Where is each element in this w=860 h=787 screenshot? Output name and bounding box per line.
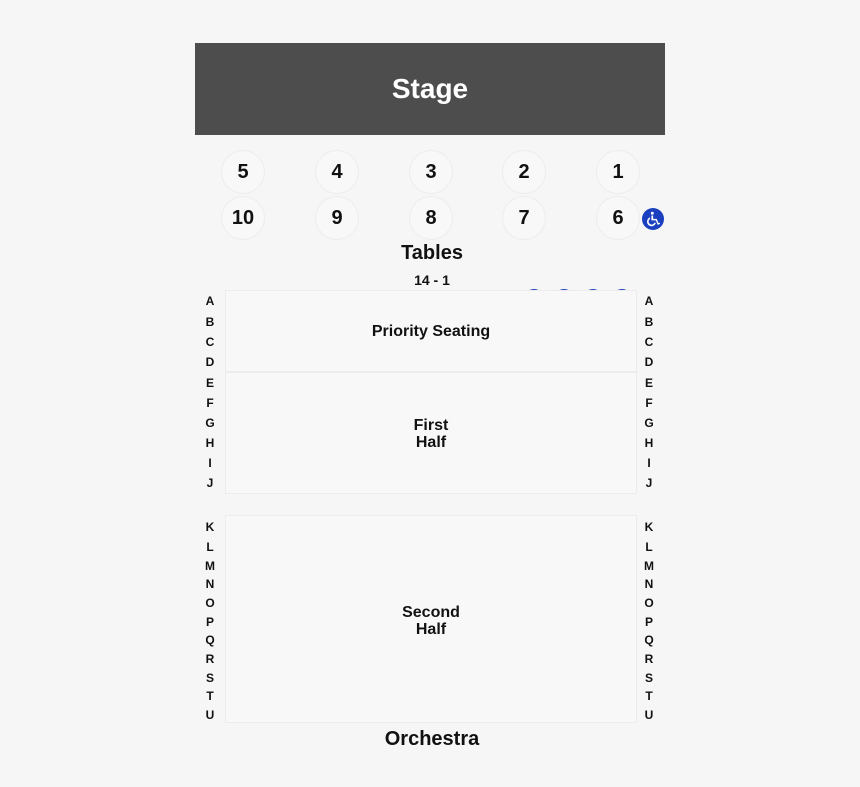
row-letter-right: C — [644, 335, 654, 349]
stage: Stage — [195, 43, 665, 135]
row-letter-left: J — [206, 476, 214, 490]
row-letter-left: D — [205, 355, 215, 369]
section-priority-seating[interactable]: Priority Seating — [226, 291, 636, 371]
table-6[interactable]: 6 — [597, 197, 639, 239]
row-letter-right: N — [644, 577, 654, 591]
row-letter-right: A — [644, 294, 654, 308]
row-letter-left: P — [205, 615, 214, 629]
row-letter-left: S — [205, 671, 214, 685]
row-letter-right: P — [644, 615, 653, 629]
row-letter-right: E — [644, 376, 653, 390]
section-label: Second Half — [402, 604, 460, 638]
row-letter-right: I — [647, 456, 651, 470]
row-letter-right: K — [644, 520, 654, 534]
row-letter-left: K — [205, 520, 215, 534]
table-4[interactable]: 4 — [316, 151, 358, 193]
row-letter-right: R — [644, 652, 654, 666]
row-letter-right: B — [644, 315, 654, 329]
row-letter-left: G — [205, 416, 215, 430]
section-range-label: 14 - 1 — [414, 272, 450, 288]
row-letter-left: E — [205, 376, 214, 390]
row-letter-left: Q — [205, 633, 215, 647]
row-letter-left: N — [205, 577, 215, 591]
row-letter-left: F — [206, 396, 214, 410]
orchestra-label: Orchestra — [384, 728, 480, 750]
section-second-half[interactable]: Second Half — [226, 516, 636, 722]
row-letter-right: F — [645, 396, 653, 410]
row-letter-right: T — [645, 689, 653, 703]
row-letter-right: O — [644, 596, 654, 610]
row-letter-left: T — [206, 689, 214, 703]
row-letter-left: A — [205, 294, 215, 308]
row-letter-right: U — [644, 708, 654, 722]
row-letter-right: M — [644, 559, 654, 573]
row-letter-left: U — [205, 708, 215, 722]
row-letter-left: O — [205, 596, 215, 610]
wheelchair-icon — [642, 208, 664, 230]
row-letter-left: B — [205, 315, 215, 329]
row-letter-right: J — [645, 476, 653, 490]
row-letter-right: L — [645, 540, 653, 554]
row-letter-right: G — [644, 416, 654, 430]
row-letter-left: R — [205, 652, 215, 666]
row-letter-right: D — [644, 355, 654, 369]
section-first-half[interactable]: First Half — [226, 373, 636, 493]
stage-label: Stage — [391, 73, 469, 104]
row-letter-left: M — [205, 559, 215, 573]
row-letter-right: S — [644, 671, 653, 685]
section-label: Priority Seating — [371, 323, 491, 340]
row-letter-left: L — [206, 540, 214, 554]
table-7[interactable]: 7 — [503, 197, 545, 239]
table-8[interactable]: 8 — [410, 197, 452, 239]
row-letter-left: H — [205, 436, 215, 450]
section-label: First Half — [413, 417, 449, 451]
table-3[interactable]: 3 — [410, 151, 452, 193]
tables-label: Tables — [401, 242, 463, 264]
table-9[interactable]: 9 — [316, 197, 358, 239]
table-2[interactable]: 2 — [503, 151, 545, 193]
row-letter-left: I — [208, 456, 212, 470]
row-letter-right: Q — [644, 633, 654, 647]
table-10[interactable]: 10 — [222, 197, 264, 239]
table-1[interactable]: 1 — [597, 151, 639, 193]
row-letter-left: C — [205, 335, 215, 349]
row-letter-right: H — [644, 436, 654, 450]
table-5[interactable]: 5 — [222, 151, 264, 193]
